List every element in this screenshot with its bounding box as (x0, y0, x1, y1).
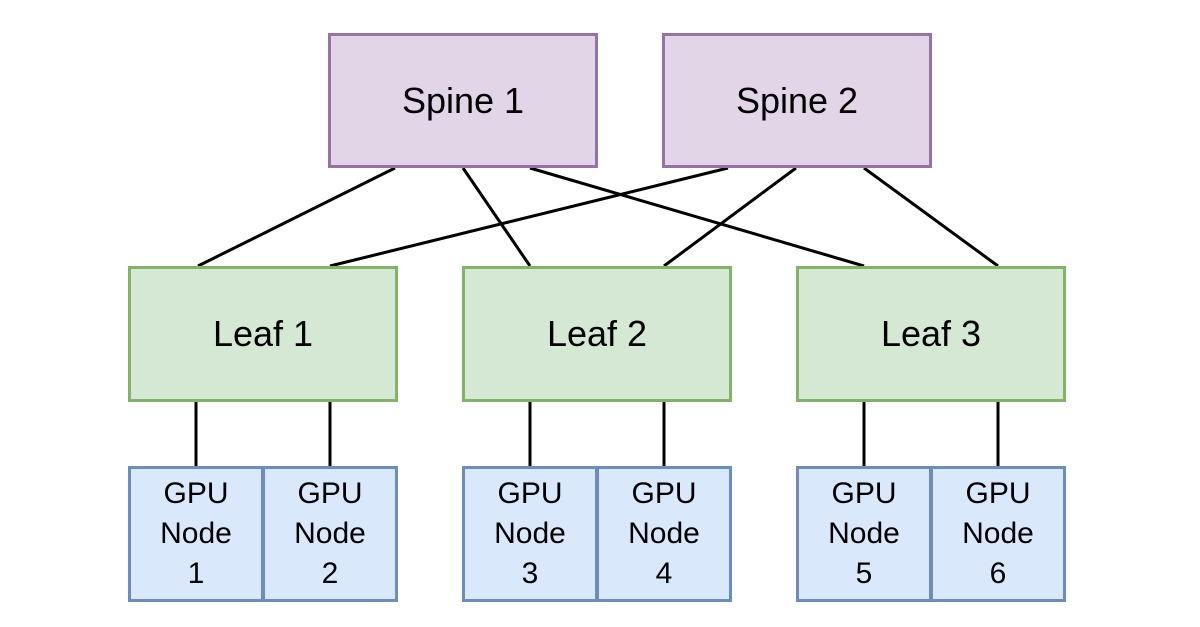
spine-2-label: Spine 2 (735, 79, 859, 121)
gpu-node-3: GPU Node 3 (462, 466, 598, 602)
gpu-node-2: GPU Node 2 (262, 466, 398, 602)
gpu-node-1: GPU Node 1 (128, 466, 264, 602)
leaf-3-switch: Leaf 3 (796, 266, 1066, 402)
leaf-2-label: Leaf 2 (546, 313, 648, 354)
spine-2-switch: Spine 2 (662, 33, 932, 168)
node-4-line-1: GPU (631, 477, 697, 510)
node-5-line-2: Node (828, 517, 900, 550)
link-spine-2-leaf-3 (863, 166, 999, 268)
gpu-node-5: GPU Node 5 (796, 466, 932, 602)
spine-1-label: Spine 1 (401, 79, 525, 121)
leaf-2-switch: Leaf 2 (462, 266, 732, 402)
node-3-line-2: Node (494, 517, 566, 550)
node-3-line-1: GPU (497, 477, 563, 510)
node-6-line-2: Node (962, 517, 1034, 550)
link-spine-1-leaf-2 (461, 167, 532, 267)
link-spine-2-leaf-2 (663, 166, 797, 268)
node-2-line-2: Node (294, 517, 366, 550)
node-2-line-3: 2 (321, 557, 339, 590)
node-4-line-3: 4 (655, 557, 673, 590)
node-1-line-1: GPU (163, 477, 229, 510)
link-spine-1-leaf-1 (197, 166, 396, 268)
leaf-1-switch: Leaf 1 (128, 266, 398, 402)
gpu-node-6: GPU Node 6 (930, 466, 1066, 602)
leaf-3-label: Leaf 3 (880, 313, 982, 354)
node-5-line-3: 5 (855, 557, 873, 590)
gpu-node-4: GPU Node 4 (596, 466, 732, 602)
spine-1-switch: Spine 1 (328, 33, 598, 168)
node-4-line-2: Node (628, 517, 700, 550)
node-2-line-1: GPU (297, 477, 363, 510)
link-spine-2-leaf-1 (329, 166, 729, 268)
node-6-line-1: GPU (965, 477, 1031, 510)
node-3-line-3: 3 (521, 557, 539, 590)
node-1-line-2: Node (160, 517, 232, 550)
leaf-1-label: Leaf 1 (212, 313, 314, 354)
link-spine-1-leaf-3 (529, 166, 865, 268)
node-6-line-3: 6 (989, 557, 1007, 590)
node-5-line-1: GPU (831, 477, 897, 510)
node-1-line-3: 1 (187, 557, 205, 590)
